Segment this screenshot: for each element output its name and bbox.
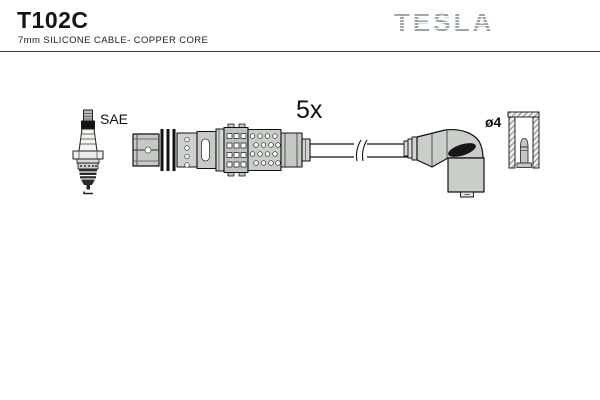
straight-connector-drawing [132, 123, 311, 177]
sae-label: SAE [100, 111, 128, 127]
terminal-cap-drawing [507, 111, 540, 169]
part-description: 7mm SILICONE CABLE- COPPER CORE [18, 35, 209, 46]
brand-text: TESLA [394, 7, 495, 37]
angled-connector-drawing [403, 128, 485, 198]
brand-logo: TESLA [392, 5, 500, 39]
header-divider [0, 51, 600, 52]
diameter-label: ø4 [485, 114, 502, 130]
part-number: T102C [17, 7, 89, 33]
cable-break-icon [355, 139, 362, 162]
ignition-cable-diagram: SAE [72, 96, 540, 198]
cable-line [310, 139, 412, 162]
spark-plug-drawing [72, 109, 104, 195]
quantity-label: 5x [296, 96, 323, 124]
